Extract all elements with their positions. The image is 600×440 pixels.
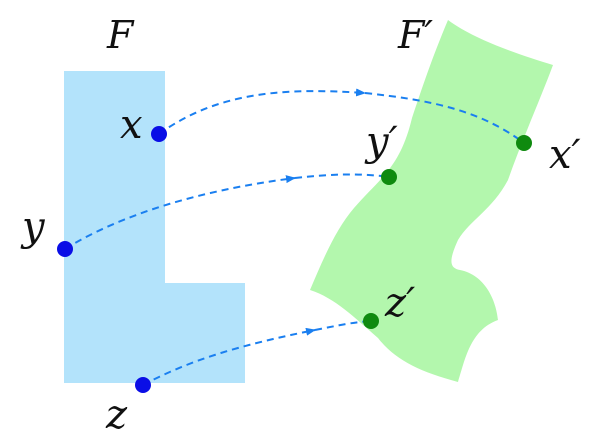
point-x [151,126,167,142]
point-x-prime [516,135,532,151]
point-z [135,377,151,393]
source-shape-f [64,71,245,383]
label-y: y [20,204,46,250]
point-z-prime [363,313,379,329]
arrow-x-to-x-prime [158,88,525,144]
label-y-prime: y′ [364,119,398,165]
label-z-prime: z′ [384,280,415,326]
point-y [57,241,73,257]
label-x: x [120,102,143,148]
point-y-prime [381,169,397,185]
label-x-prime: x′ [549,132,581,178]
source-label: F [106,13,135,57]
target-label: F′ [397,13,433,57]
arrow-y-to-y-prime [64,173,390,250]
target-shape-f-prime [310,20,553,382]
label-z: z [105,392,128,438]
